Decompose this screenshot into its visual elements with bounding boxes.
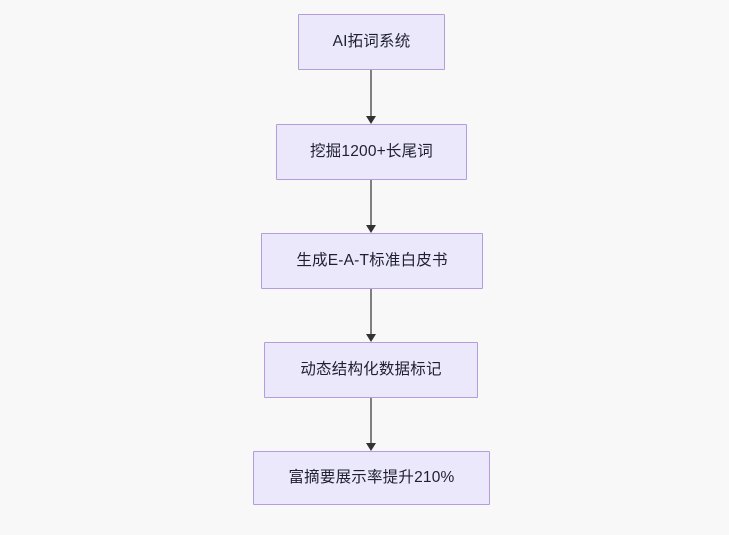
- flow-node-5[interactable]: 富摘要展示率提升210%: [253, 451, 490, 505]
- arrowhead-down-icon: [366, 443, 376, 451]
- edge-line: [370, 398, 372, 443]
- edge-line: [370, 180, 372, 225]
- edge-line: [370, 289, 372, 334]
- flow-node-5-label: 富摘要展示率提升210%: [288, 468, 455, 486]
- flow-node-3-label: 生成E-A-T标准白皮书: [296, 251, 448, 269]
- flow-node-4-label: 动态结构化数据标记: [300, 360, 442, 378]
- arrowhead-down-icon: [366, 116, 376, 124]
- flow-node-2-label: 挖掘1200+长尾词: [309, 142, 434, 160]
- flow-edge-2: [361, 180, 381, 233]
- flow-node-3[interactable]: 生成E-A-T标准白皮书: [261, 233, 483, 289]
- flow-node-2[interactable]: 挖掘1200+长尾词: [276, 124, 467, 180]
- flow-edge-1: [361, 70, 381, 124]
- arrowhead-down-icon: [366, 334, 376, 342]
- flow-edge-3: [361, 289, 381, 342]
- arrowhead-down-icon: [366, 225, 376, 233]
- flow-node-1-label: AI拓词系统: [332, 32, 411, 50]
- edge-line: [370, 70, 372, 116]
- flow-node-4[interactable]: 动态结构化数据标记: [264, 342, 478, 398]
- flow-node-1[interactable]: AI拓词系统: [298, 14, 445, 70]
- flow-edge-4: [361, 398, 381, 451]
